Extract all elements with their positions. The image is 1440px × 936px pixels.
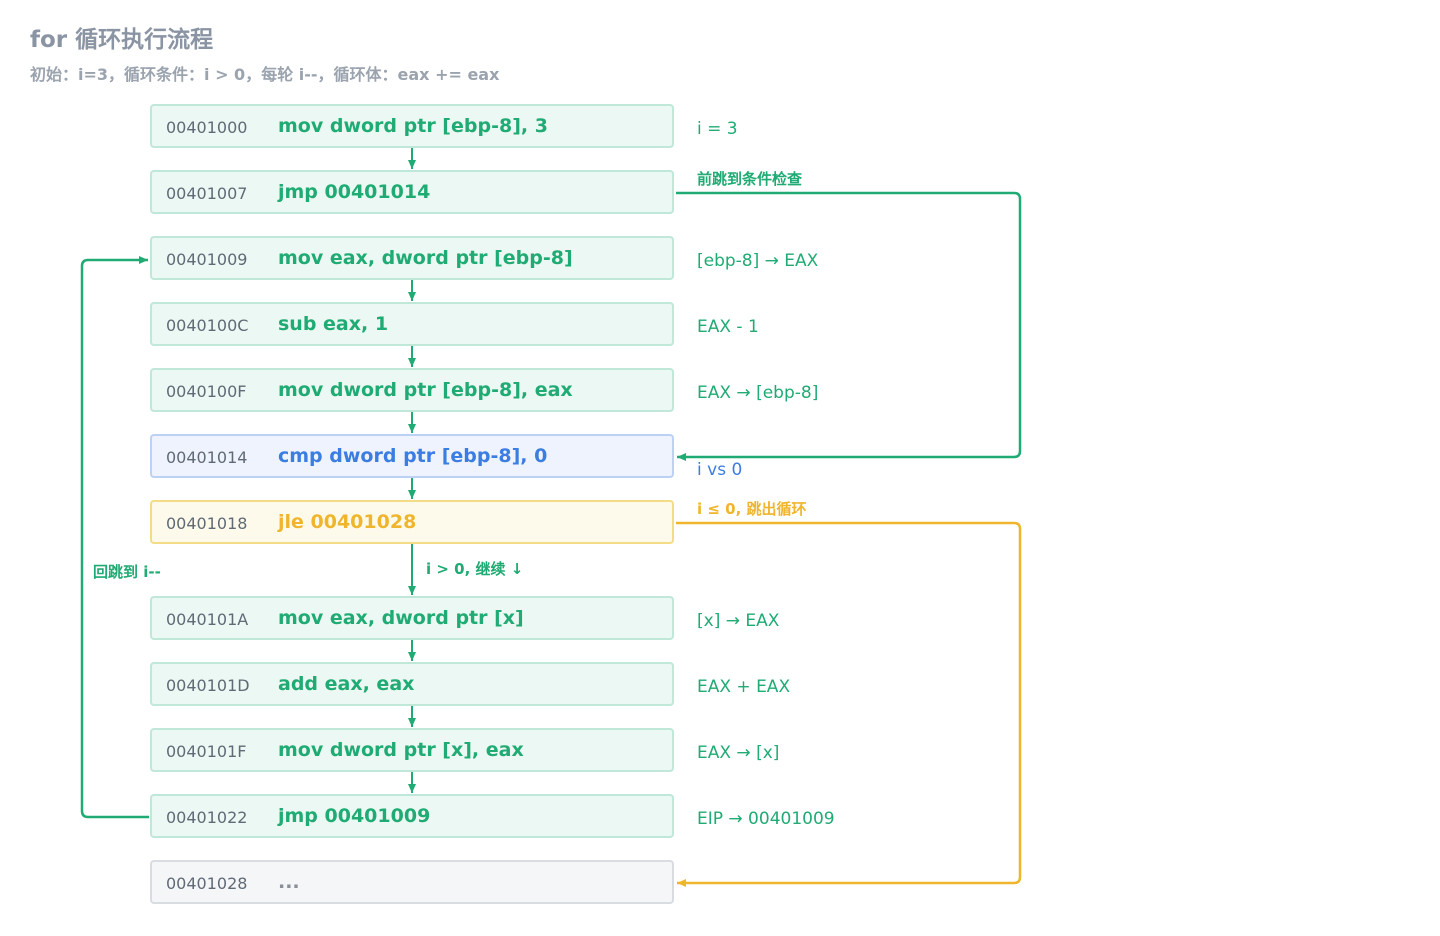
instruction-row: 0040101D add eax, eax	[150, 662, 674, 706]
instruction-note: EAX → [ebp-8]	[697, 383, 819, 403]
continue-label: i > 0, 继续 ↓	[426, 560, 524, 578]
instruction-text: add eax, eax	[278, 673, 415, 695]
instruction-text: jmp 00401014	[278, 181, 431, 203]
instruction-address: 0040100F	[166, 382, 247, 401]
instruction-text: mov eax, dword ptr [x]	[278, 607, 524, 629]
instruction-note: EAX + EAX	[697, 677, 791, 697]
instruction-row: 00401028...	[150, 860, 674, 904]
instruction-note: [ebp-8] → EAX	[697, 251, 819, 271]
instruction-address: 0040101A	[166, 610, 249, 629]
instruction-text: cmp dword ptr [ebp-8], 0	[278, 445, 548, 467]
instruction-text: mov dword ptr [ebp-8], eax	[278, 379, 573, 401]
instruction-row: 0040101F mov dword ptr [x], eax	[150, 728, 674, 772]
instruction-address: 00401007	[166, 184, 248, 203]
instruction-note: EIP → 00401009	[697, 809, 835, 829]
instruction-row: 0040101A mov eax, dword ptr [x]	[150, 596, 674, 640]
instruction-text: mov eax, dword ptr [ebp-8]	[278, 247, 573, 269]
instruction-text: mov dword ptr [x], eax	[278, 739, 524, 761]
instruction-address: 0040100C	[166, 316, 249, 335]
instruction-text: jmp 00401009	[278, 805, 431, 827]
instruction-note: i vs 0	[697, 460, 743, 480]
forward-jump-label: 前跳到条件检查	[697, 170, 803, 188]
instruction-row: 00401007 jmp 00401014	[150, 170, 674, 214]
instruction-note: EAX - 1	[697, 317, 759, 337]
page-subtitle: 初始：i=3，循环条件：i > 0，每轮 i--，循环体：eax += eax	[30, 65, 500, 84]
instruction-address: 00401022	[166, 808, 248, 827]
instruction-text: mov dword ptr [ebp-8], 3	[278, 115, 548, 137]
instruction-row: 00401018 jle 00401028	[150, 500, 674, 544]
instruction-note: [x] → EAX	[697, 611, 780, 631]
exit-loop-label: i ≤ 0, 跳出循环	[697, 500, 807, 518]
instruction-row: 00401022 jmp 00401009	[150, 794, 674, 838]
instruction-text: jle 00401028	[278, 511, 417, 533]
instruction-address: 00401018	[166, 514, 248, 533]
instruction-address: 00401009	[166, 250, 248, 269]
instruction-row: 00401000 mov dword ptr [ebp-8], 3	[150, 104, 674, 148]
exit-loop-arrow	[676, 521, 1022, 887]
instruction-address: 00401014	[166, 448, 248, 467]
instruction-address: 00401028	[166, 874, 248, 893]
instruction-address: 0040101D	[166, 676, 250, 695]
instruction-note: EAX → [x]	[697, 743, 780, 763]
page-title: for 循环执行流程	[30, 27, 214, 53]
instruction-row: 00401014 cmp dword ptr [ebp-8], 0	[150, 434, 674, 478]
instruction-text: ...	[278, 871, 300, 893]
instruction-row: 0040100F mov dword ptr [ebp-8], eax	[150, 368, 674, 412]
instruction-row: 0040100C sub eax, 1	[150, 302, 674, 346]
instruction-address: 00401000	[166, 118, 248, 137]
instruction-text: sub eax, 1	[278, 313, 389, 335]
instruction-address: 0040101F	[166, 742, 247, 761]
instruction-row: 00401009 mov eax, dword ptr [ebp-8]	[150, 236, 674, 280]
back-jump-label: 回跳到 i--	[93, 563, 161, 581]
forward-jump-arrow	[676, 191, 1022, 461]
back-jump-arrow	[80, 256, 149, 819]
instruction-note: i = 3	[697, 119, 738, 139]
